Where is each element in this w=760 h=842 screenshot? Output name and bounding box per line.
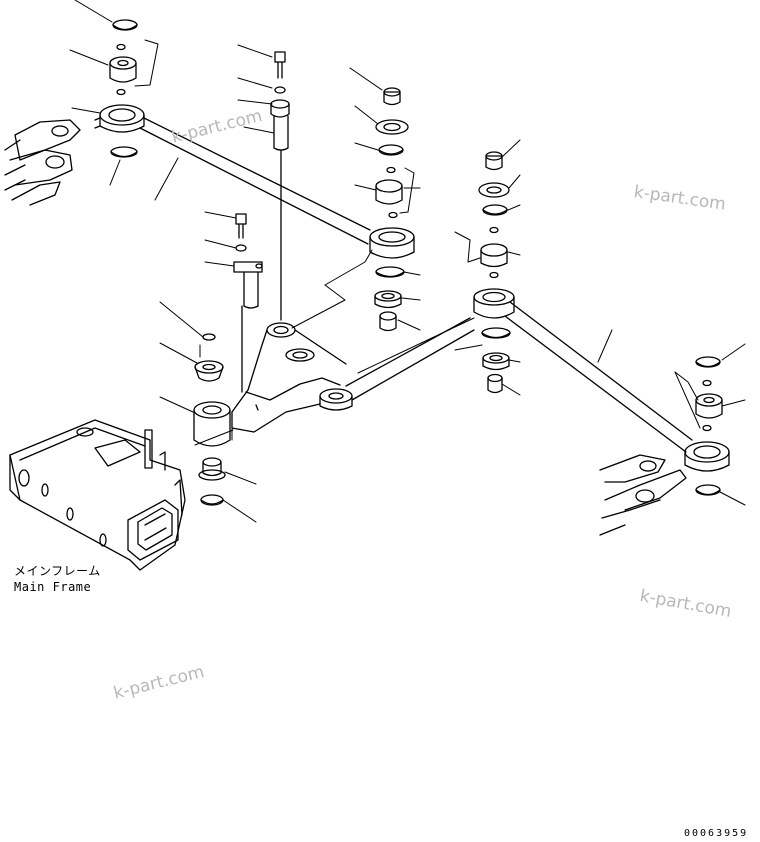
main-frame-label-jp: メインフレーム	[14, 564, 101, 578]
left-rod-eye	[94, 104, 145, 133]
center-bolt-assembly	[270, 51, 290, 321]
center-rocker-body	[231, 322, 353, 433]
right-end-parts-stack	[695, 356, 723, 496]
frame-mount-parts	[193, 333, 231, 506]
callout-leaders	[69, 0, 746, 523]
right-arm-linkage	[599, 454, 687, 536]
connector-lines	[194, 249, 475, 446]
upper-rod-bushing	[369, 227, 415, 259]
middle-parts-stack	[374, 87, 409, 332]
right-link-rod	[504, 301, 693, 453]
left-top-parts-stack	[109, 19, 138, 158]
right-center-bushing	[473, 288, 515, 319]
lower-link-rod	[345, 317, 475, 401]
main-frame	[9, 419, 186, 571]
left-arm-linkage	[4, 119, 81, 206]
drawing-number: 00063959	[684, 828, 749, 839]
right-rod-eye	[684, 441, 730, 472]
stopper-bolt-assembly	[233, 213, 263, 393]
main-frame-label-en: Main Frame	[14, 580, 92, 594]
upper-link-rod	[139, 117, 371, 245]
right-parts-stack	[478, 151, 511, 394]
